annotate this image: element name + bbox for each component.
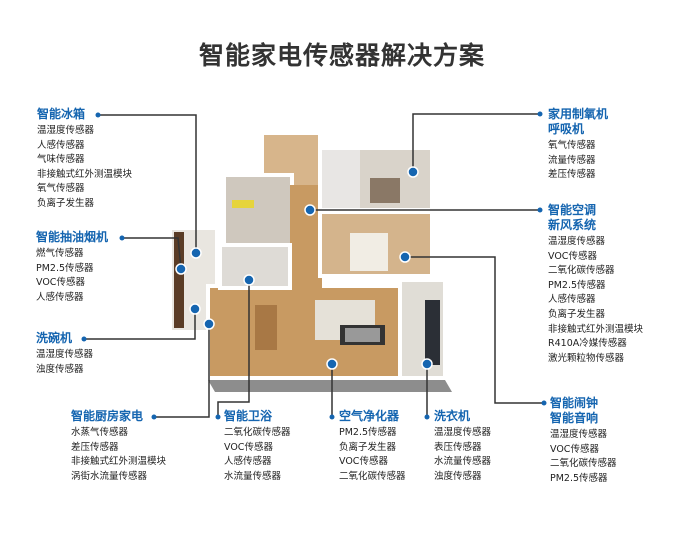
sensor-item: 水蒸气传感器 xyxy=(71,427,129,438)
sensor-item: 二氧化碳传感器 xyxy=(548,265,615,277)
group-dishwasher: 洗碗机 温湿度传感器 浊度传感器 xyxy=(36,331,93,377)
group-title: 洗碗机 xyxy=(36,331,73,345)
dishwasher-dot xyxy=(189,303,201,315)
sensor-item: 非接触式红外测温模块 xyxy=(37,168,133,180)
sensor-item: 负离子发生器 xyxy=(339,441,397,453)
group-title: 洗衣机 xyxy=(434,409,471,423)
air-purifier-dot xyxy=(326,358,338,370)
sensor-item: 流量传感器 xyxy=(548,154,596,166)
group-smart-alarm-speaker: 智能闹钟 智能音响 温湿度传感器 VOC传感器 二氧化碳传感器 PM2.5传感器 xyxy=(550,396,617,486)
sensor-item: VOC传感器 xyxy=(548,250,597,262)
sensor-item: 温湿度传感器 xyxy=(36,349,94,360)
sensor-item: PM2.5传感器 xyxy=(548,279,606,291)
group-kitchen-appliances: 智能厨房家电 水蒸气传感器 差压传感器 非接触式红外测温模块 涡街水流量传感器 xyxy=(71,409,166,484)
group-range-hood: 智能抽油烟机 燃气传感器 PM2.5传感器 VOC传感器 人感传感器 xyxy=(36,230,108,305)
sensor-item: 非接触式红外测温模块 xyxy=(548,323,644,335)
sensor-item: 人感传感器 xyxy=(37,139,85,151)
group-smart-bathroom: 智能卫浴 二氧化碳传感器 VOC传感器 人感传感器 水流量传感器 xyxy=(224,409,291,484)
washer-dot xyxy=(421,358,433,370)
sensor-item: 氧气传感器 xyxy=(37,183,85,195)
sensor-item: 温湿度传感器 xyxy=(548,236,606,247)
connector-lines xyxy=(84,113,544,418)
group-title: 呼吸机 xyxy=(548,122,585,136)
sensor-item: VOC传感器 xyxy=(339,456,388,468)
hallway xyxy=(290,185,322,290)
sensor-item: 表压传感器 xyxy=(434,441,482,453)
group-title: 空气净化器 xyxy=(339,409,400,423)
sensor-dots xyxy=(175,166,433,370)
sensor-item: PM2.5传感器 xyxy=(36,262,94,274)
sensor-item: VOC传感器 xyxy=(224,441,273,453)
group-title: 新风系统 xyxy=(548,218,597,232)
sensor-item: 燃气传感器 xyxy=(36,248,84,259)
sensor-item: 温湿度传感器 xyxy=(37,125,95,136)
sensor-item: 人感传感器 xyxy=(548,294,596,306)
sensor-item: 差压传感器 xyxy=(548,169,596,181)
sensor-item: 水流量传感器 xyxy=(224,470,282,482)
sensor-item: VOC传感器 xyxy=(550,443,599,455)
group-washing-machine: 洗衣机 温湿度传感器 表压传感器 水流量传感器 浊度传感器 xyxy=(434,409,491,484)
sensor-item: 氧气传感器 xyxy=(548,140,596,151)
oxygen-machine-dot xyxy=(407,166,419,178)
sensor-item: 浊度传感器 xyxy=(434,470,482,482)
group-title: 智能厨房家电 xyxy=(71,409,144,423)
bathroom-dot xyxy=(243,274,255,286)
page-title: 智能家电传感器解决方案 xyxy=(198,41,485,70)
sensor-item: 人感传感器 xyxy=(224,456,272,468)
range-hood-dot xyxy=(175,263,187,275)
group-title: 智能抽油烟机 xyxy=(36,230,109,244)
fridge-dot xyxy=(190,247,202,259)
sensor-item: 负离子发生器 xyxy=(548,308,606,320)
group-title: 家用制氧机 xyxy=(548,107,609,121)
sensor-item: 非接触式红外测温模块 xyxy=(71,456,167,468)
sensor-item: PM2.5传感器 xyxy=(339,427,397,438)
sensor-item: 人感传感器 xyxy=(36,291,84,303)
bathroom xyxy=(218,243,292,290)
alarm-clock-dot xyxy=(399,251,411,263)
sensor-item: 二氧化碳传感器 xyxy=(339,470,406,482)
sensor-item: R410A冷媒传感器 xyxy=(548,338,627,350)
sensor-item: 激光颗粒物传感器 xyxy=(548,352,625,364)
sensor-item: 涡街水流量传感器 xyxy=(71,470,148,482)
sensor-item: 二氧化碳传感器 xyxy=(550,458,617,470)
sensor-item: 气味传感器 xyxy=(37,154,85,166)
group-smart-fridge: 智能冰箱 温湿度传感器 人感传感器 气味传感器 非接触式红外测温模块 氧气传感器… xyxy=(37,107,132,212)
group-title: 智能卫浴 xyxy=(224,409,273,423)
sensor-item: 差压传感器 xyxy=(71,441,119,453)
air-conditioner-dot xyxy=(304,204,316,216)
label-dots xyxy=(81,111,547,420)
side-room xyxy=(222,173,294,249)
group-title: 智能冰箱 xyxy=(37,107,86,121)
sensor-item: 二氧化碳传感器 xyxy=(224,427,291,438)
sensor-item: 温湿度传感器 xyxy=(550,429,608,440)
floor-shadow xyxy=(208,380,452,392)
group-oxygen-ventilator: 家用制氧机 呼吸机 氧气传感器 流量传感器 差压传感器 xyxy=(548,107,608,183)
sensor-item: 水流量传感器 xyxy=(434,456,492,468)
sensor-item: VOC传感器 xyxy=(36,277,85,289)
group-air-purifier: 空气净化器 PM2.5传感器 负离子发生器 VOC传感器 二氧化碳传感器 xyxy=(339,409,406,484)
kitchen-appliance-dot xyxy=(203,318,215,330)
group-title: 智能空调 xyxy=(548,203,597,217)
sensor-item: 浊度传感器 xyxy=(36,363,84,375)
sensor-item: 负离子发生器 xyxy=(37,197,95,209)
group-title: 智能音响 xyxy=(550,411,599,425)
sensor-item: 温湿度传感器 xyxy=(434,427,492,438)
sensor-item: PM2.5传感器 xyxy=(550,472,608,484)
group-ac-fresh-air: 智能空调 新风系统 温湿度传感器 VOC传感器 二氧化碳传感器 PM2.5传感器… xyxy=(548,203,643,366)
group-title: 智能闹钟 xyxy=(550,396,599,410)
